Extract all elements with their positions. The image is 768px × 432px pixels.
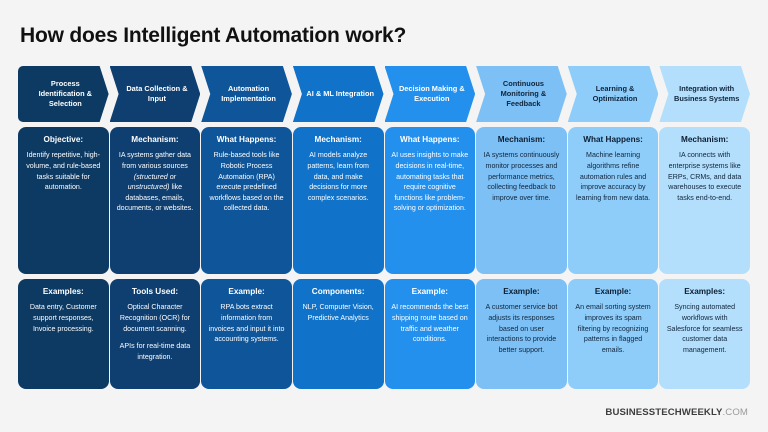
example-card: Components: NLP, Computer Vision, Predict…: [292, 279, 384, 389]
card-body: IA systems continuously monitor processe…: [483, 151, 560, 202]
card-body: AI models analyze patterns, learn from d…: [307, 151, 369, 202]
detail-card: Mechanism: IA systems continuously monito…: [476, 127, 567, 274]
example-card: Examples: Data entry, Customer support re…: [18, 279, 109, 389]
card-body: Data entry, Customer support responses, …: [29, 303, 97, 333]
footer-brand: BUSINESSTECHWEEKLY.COM: [605, 407, 748, 418]
example-card: Examples: Syncing automated workflows wit…: [659, 279, 750, 389]
example-card: Tools Used: Optical Character Recognition…: [109, 279, 201, 389]
stage-header-chevron[interactable]: Process Identification & Selection: [18, 66, 109, 122]
card-heading: What Happens:: [583, 135, 643, 144]
card-body: Rule-based tools like Robotic Process Au…: [209, 151, 284, 213]
card-heading: Components:: [311, 287, 365, 296]
stage-header-chevron[interactable]: Data Collection & Input: [110, 66, 201, 122]
card-heading: Mechanism:: [131, 135, 179, 144]
card-body: IA systems gather data from various sour…: [116, 151, 194, 213]
card-heading: Mechanism:: [681, 135, 729, 144]
card-body: AI uses insights to make decisions in re…: [391, 151, 469, 213]
card-heading: Tools Used:: [131, 287, 179, 296]
card-heading: Example:: [594, 287, 632, 296]
card-heading: What Happens:: [400, 135, 460, 144]
card-body: Optical Character Recognition (OCR) for …: [119, 303, 191, 333]
card-heading: Example:: [411, 287, 449, 296]
card-body: Syncing automated workflows with Salesfo…: [666, 303, 743, 354]
detail-card: Mechanism: AI models analyze patterns, le…: [292, 127, 384, 274]
example-card: Example: An email sorting system improves…: [567, 279, 659, 389]
stage-header-chevron[interactable]: Learning & Optimization: [568, 66, 659, 122]
card-body: A customer service bot adjusts its respo…: [485, 303, 558, 354]
stage-header-chevron[interactable]: Decision Making & Execution: [385, 66, 476, 122]
detail-card: Objective: Identify repetitive, high-volu…: [18, 127, 109, 274]
detail-card: Mechanism: IA connects with enterprise sy…: [659, 127, 750, 274]
card-heading: Example:: [228, 287, 265, 296]
card-heading: Examples:: [684, 287, 726, 296]
card-heading: Example:: [503, 287, 540, 296]
stage-header-chevron[interactable]: AI & ML Integration: [293, 66, 384, 122]
card-body: Machine learning algorithms refine autom…: [575, 151, 651, 202]
card-heading: What Happens:: [216, 135, 277, 144]
card-heading: Objective:: [43, 135, 84, 144]
card-heading: Mechanism:: [314, 135, 362, 144]
brand-name: BUSINESSTECHWEEKLY: [605, 407, 723, 418]
card-heading: Mechanism:: [497, 135, 546, 144]
card-body: RPA bots extract information from invoic…: [208, 303, 285, 344]
example-card: Example: AI recommends the best shipping …: [384, 279, 476, 389]
card-body: IA connects with enterprise systems like…: [668, 151, 742, 202]
card-body: An email sorting system improves its spa…: [575, 303, 651, 354]
card-body-secondary: APIs for real-time data integration.: [119, 342, 191, 361]
example-card: Example: RPA bots extract information fro…: [201, 279, 292, 389]
stage-header-chevron[interactable]: Automation Implementation: [201, 66, 292, 122]
card-body: AI recommends the best shipping route ba…: [391, 303, 469, 344]
page-title: How does Intelligent Automation work?: [20, 24, 407, 47]
detail-card: What Happens: Machine learning algorithms…: [567, 127, 659, 274]
card-heading: Examples:: [42, 287, 84, 296]
detail-card: What Happens: AI uses insights to make de…: [384, 127, 476, 274]
example-card: Example: A customer service bot adjusts i…: [476, 279, 567, 389]
card-body: Identify repetitive, high-volume, and ru…: [26, 151, 101, 192]
brand-tld: .COM: [722, 407, 748, 418]
stage-header-chevron[interactable]: Integration with Business Systems: [659, 66, 750, 122]
stage-header-chevron[interactable]: Continuous Monitoring & Feedback: [476, 66, 567, 122]
detail-card: Mechanism: IA systems gather data from va…: [109, 127, 201, 274]
detail-card: What Happens: Rule-based tools like Robot…: [201, 127, 292, 274]
card-body: NLP, Computer Vision, Predictive Analyti…: [302, 303, 374, 322]
